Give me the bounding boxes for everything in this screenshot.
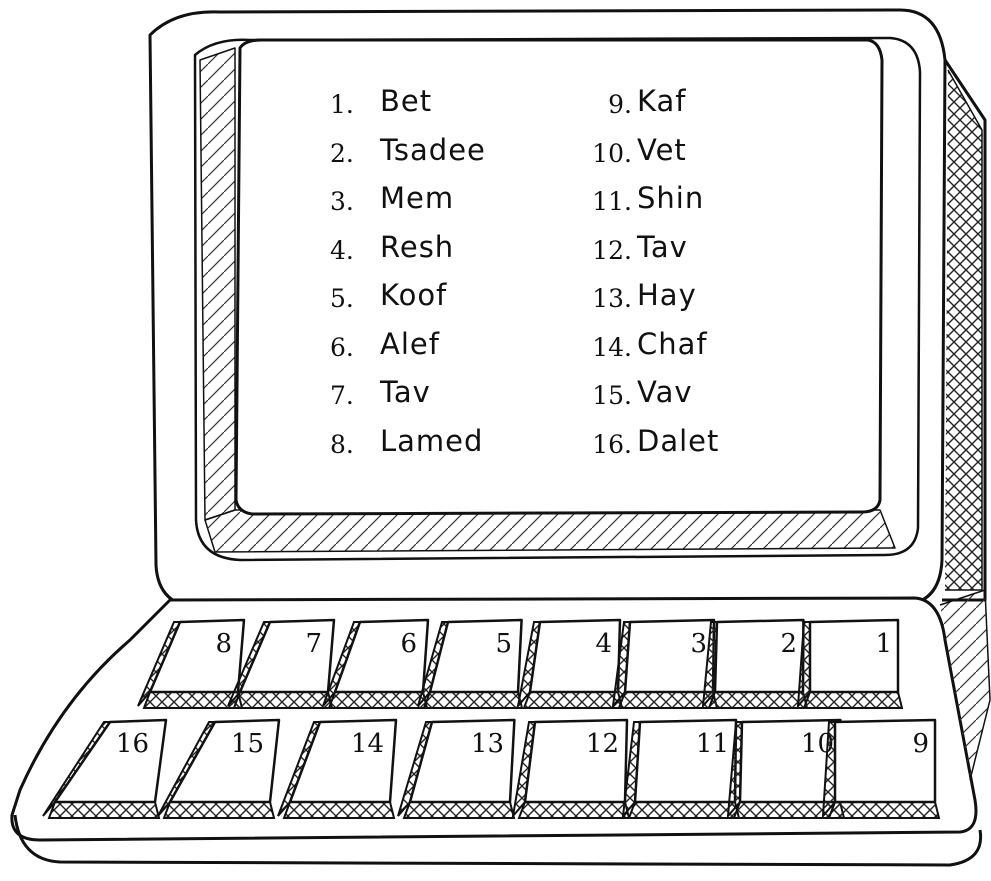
key-number: 2: [780, 629, 797, 659]
item-number: 7.: [330, 381, 354, 410]
item-word: Alef: [380, 327, 440, 361]
item-number: 15.: [582, 381, 632, 410]
keyboard-key: 1: [798, 620, 902, 708]
item-word: Chaf: [637, 327, 708, 361]
item-number: 5.: [330, 284, 354, 313]
key-number: 3: [690, 629, 707, 659]
keyboard-key: 3: [613, 620, 717, 708]
item-number: 2.: [330, 139, 354, 168]
item-word: Hay: [637, 278, 697, 312]
key-number: 14: [351, 729, 384, 759]
item-number: 6.: [330, 333, 354, 362]
item-word: Dalet: [637, 424, 719, 458]
keyboard-key: 11: [623, 720, 739, 818]
item-word: Kaf: [637, 84, 687, 118]
item-word: Resh: [380, 230, 454, 264]
keyboard-key: 12: [513, 720, 629, 818]
key-number: 1: [875, 629, 892, 659]
key-number: 13: [471, 729, 504, 759]
item-number: 10.: [582, 139, 632, 168]
item-number: 1.: [330, 90, 354, 119]
item-word: Koof: [380, 278, 447, 312]
item-word: Lamed: [380, 424, 483, 458]
key-number: 12: [586, 729, 619, 759]
key-number: 6: [400, 629, 417, 659]
item-number: 8.: [330, 430, 354, 459]
item-number: 11.: [582, 187, 632, 216]
key-number: 11: [696, 729, 729, 759]
key-number: 15: [231, 729, 264, 759]
item-number: 14.: [582, 333, 632, 362]
key-number: 9: [912, 729, 929, 759]
key-number: 16: [116, 729, 149, 759]
item-word: Tav: [637, 230, 688, 264]
item-word: Tsadee: [380, 133, 486, 167]
key-number: 4: [595, 629, 612, 659]
item-word: Shin: [637, 181, 704, 215]
item-number: 13.: [582, 284, 632, 313]
monitor: [150, 10, 985, 608]
item-word: Vet: [637, 133, 687, 167]
item-word: Bet: [380, 84, 432, 118]
key-number: 7: [305, 629, 322, 659]
item-number: 9.: [582, 90, 632, 119]
key-number: 5: [495, 629, 512, 659]
keyboard-key: 9: [823, 720, 939, 818]
keyboard-key: 4: [518, 620, 622, 708]
keyboard-key: 2: [703, 620, 807, 708]
item-number: 4.: [330, 236, 354, 265]
item-number: 3.: [330, 187, 354, 216]
item-word: Mem: [380, 181, 454, 215]
item-word: Vav: [637, 375, 693, 409]
item-number: 12.: [582, 236, 632, 265]
key-number: 8: [215, 629, 232, 659]
item-number: 16.: [582, 430, 632, 459]
item-word: Tav: [380, 375, 431, 409]
